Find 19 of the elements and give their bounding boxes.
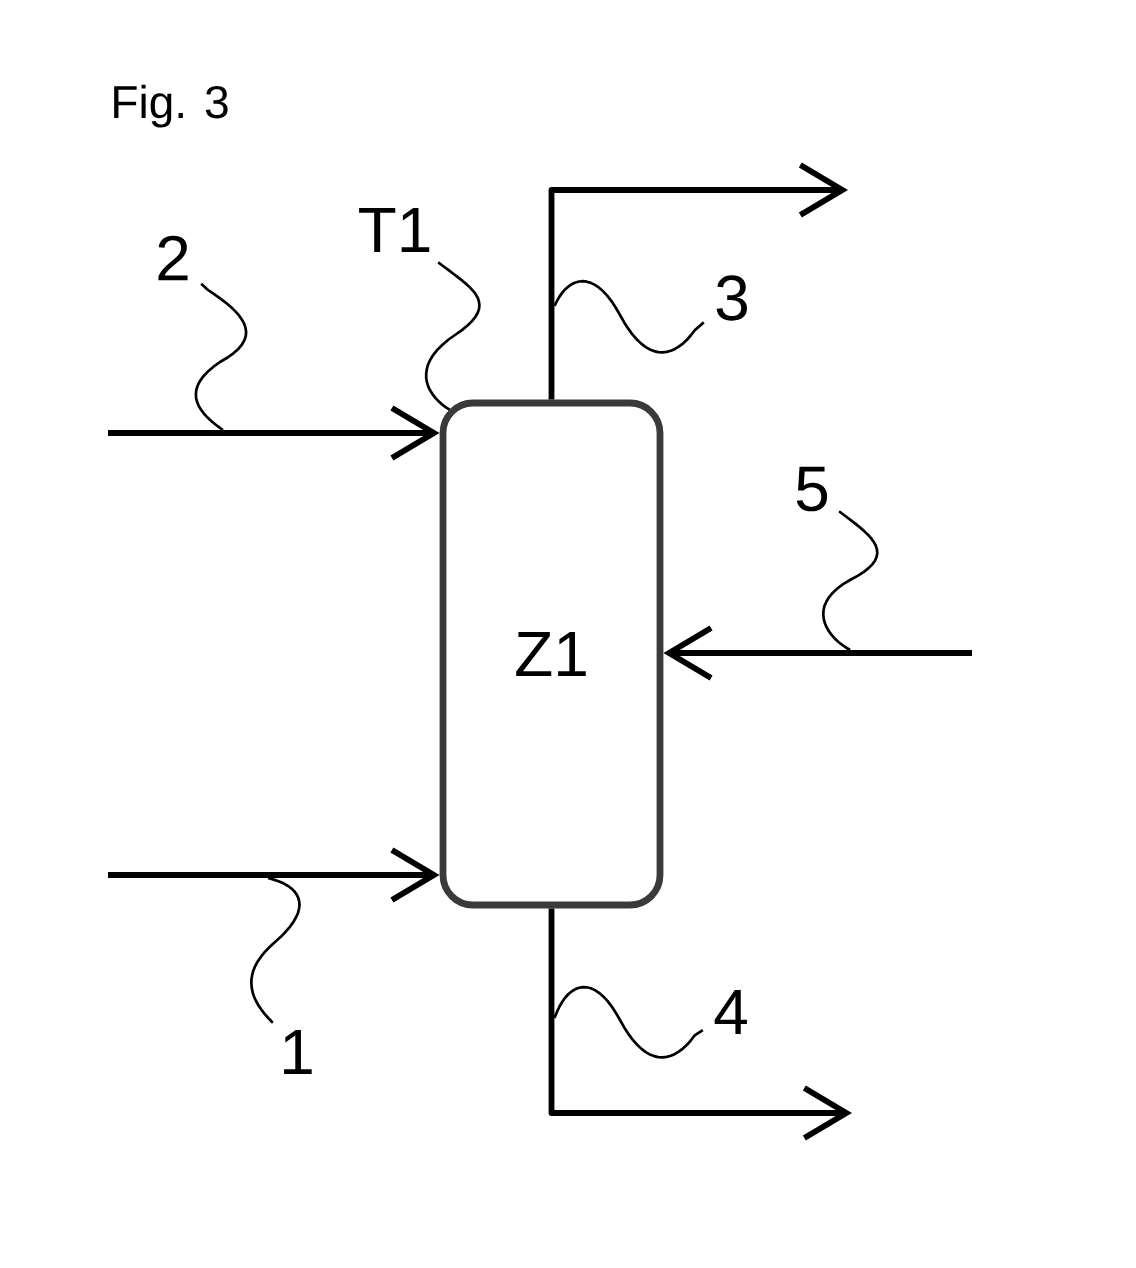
process-box: Z1: [439, 399, 664, 909]
callout-label: T1: [359, 208, 430, 252]
arrow: [108, 847, 440, 903]
leader-line: [821, 510, 879, 652]
leader-line: [553, 279, 705, 354]
leader-line: [194, 282, 248, 432]
callout-number: 5: [796, 466, 828, 512]
callout-number: 3: [716, 275, 747, 321]
arrow: [663, 625, 972, 681]
figure-title: Fig. 3: [114, 84, 228, 128]
leader-line: [424, 261, 481, 411]
leader-line: [250, 876, 301, 1024]
arrow: [108, 405, 440, 461]
callout-number: 2: [158, 235, 188, 281]
arrow: [548, 908, 852, 1141]
callout-number: 4: [714, 990, 747, 1035]
leader-line: [553, 985, 704, 1059]
callout-number: 1: [284, 1030, 312, 1075]
arrow: [548, 162, 848, 400]
